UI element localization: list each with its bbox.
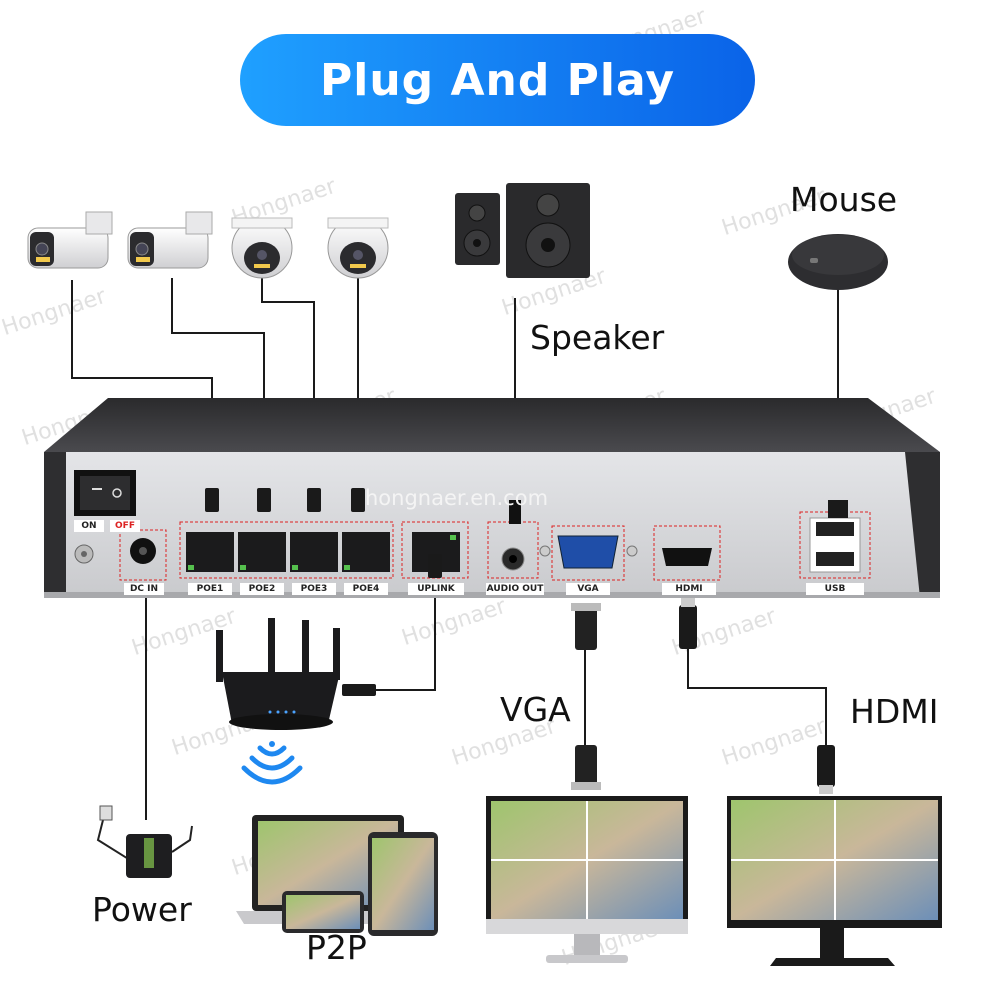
vga-label: VGA: [500, 690, 571, 729]
port-label-usb: USB: [806, 583, 864, 595]
banner-title: Plug And Play: [319, 54, 675, 106]
rj45-plugs: [205, 488, 442, 696]
switch-on-label: ON: [74, 520, 104, 532]
dome-camera-1: [231, 217, 293, 279]
router-icon: [216, 618, 340, 730]
dome-camera-2: [327, 217, 389, 279]
hdmi-label: HDMI: [850, 692, 939, 731]
bullet-camera-1: [27, 211, 113, 269]
port-label-poe1: POE1: [188, 583, 232, 595]
p2p-devices-icon: [236, 815, 438, 936]
power-adapter-icon: [96, 805, 193, 878]
wifi-icon: [241, 741, 303, 785]
hdmi-monitor: [727, 796, 942, 966]
vga-cable-connectors: [571, 603, 601, 790]
plug-and-play-banner: Plug And Play: [240, 34, 755, 126]
mouse-icon: [788, 234, 888, 290]
nvr-url: hongnaer.en.com: [365, 486, 549, 510]
vga-monitor: [486, 796, 688, 963]
p2p-label: P2P: [306, 928, 367, 967]
mouse-label: Mouse: [790, 180, 898, 219]
port-label-dc-in: DC IN: [124, 583, 164, 595]
port-label-vga: VGA: [566, 583, 610, 595]
speaker-icon: [455, 183, 590, 278]
hdmi-cable-connectors: [679, 598, 835, 794]
port-label-uplink: UPLINK: [408, 583, 464, 595]
bullet-camera-2: [127, 211, 213, 269]
nvr-panel: [44, 452, 940, 598]
port-label-poe4: POE4: [344, 583, 388, 595]
port-label-poe3: POE3: [292, 583, 336, 595]
port-label-hdmi: HDMI: [662, 583, 716, 595]
speaker-label: Speaker: [530, 318, 665, 357]
nvr-top: [44, 398, 940, 452]
power-label: Power: [92, 890, 192, 929]
port-label-poe2: POE2: [240, 583, 284, 595]
port-label-audio-out: AUDIO OUT: [486, 583, 544, 595]
switch-off-label: OFF: [110, 520, 140, 532]
